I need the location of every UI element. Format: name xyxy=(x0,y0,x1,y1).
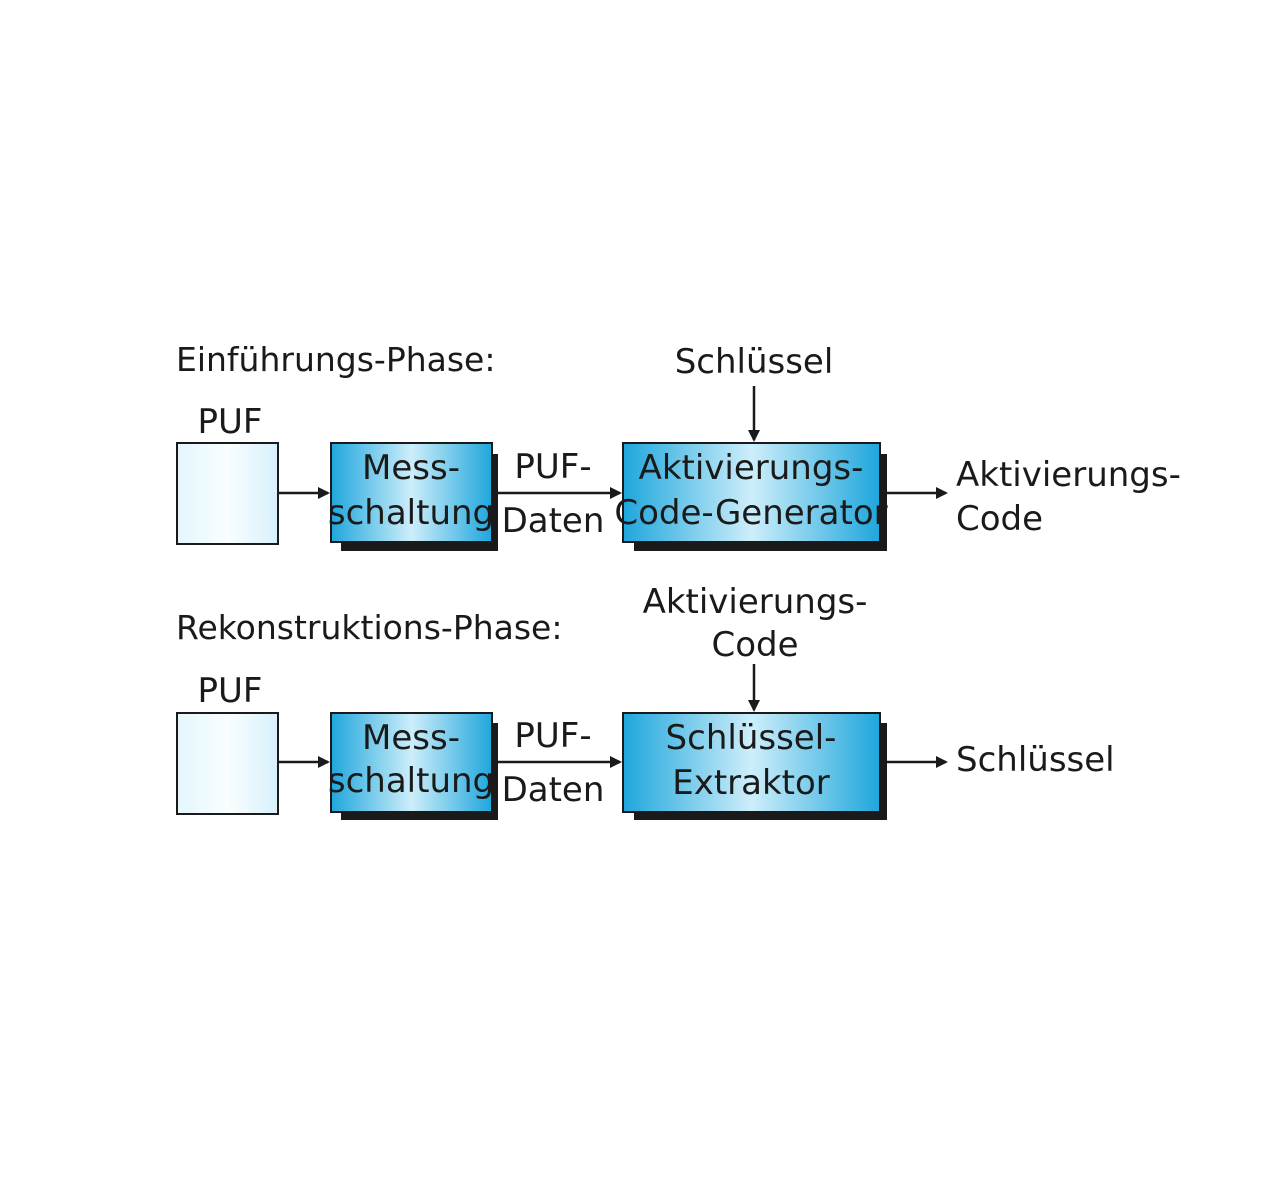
block-body xyxy=(622,712,881,813)
measure-circuit-block: Mess- schaltung xyxy=(328,712,498,820)
block-body xyxy=(330,442,493,543)
key-extractor-block: Schlüssel- Extraktor xyxy=(622,712,887,820)
output-label-line-1: Aktivierungs- xyxy=(956,455,1181,495)
puf-label: PUF xyxy=(198,671,263,711)
top-input-line-1: Schlüssel xyxy=(675,342,834,382)
phase-title: Einführungs-Phase: xyxy=(176,340,495,379)
measure-label-line-2: schaltung xyxy=(328,761,494,801)
measure-label-line-2: schaltung xyxy=(328,493,494,533)
puf-label: PUF xyxy=(198,402,263,442)
puf-block xyxy=(176,712,279,815)
processor-label-line-1: Schlüssel- xyxy=(666,718,837,758)
measure-label-line-1: Mess- xyxy=(362,718,460,758)
block-body xyxy=(622,442,881,543)
processor-label-line-1: Aktivierungs- xyxy=(639,448,864,488)
link-label-line-1: PUF- xyxy=(514,447,591,487)
processor-label-line-2: Code-Generator xyxy=(614,493,887,533)
link-label-line-2: Daten xyxy=(502,770,605,810)
phase-title: Rekonstruktions-Phase: xyxy=(176,608,562,647)
measure-circuit-block: Mess- schaltung xyxy=(328,442,498,551)
phase-reconstruction: Rekonstruktions-Phase: PUF Mess- schaltu… xyxy=(176,582,1115,820)
phase-enrollment: Einführungs-Phase: PUF Mess- schaltung P… xyxy=(176,340,1181,551)
processor-label-line-2: Extraktor xyxy=(672,763,830,803)
output-label-line-2: Code xyxy=(956,499,1043,539)
output-label-line-1: Schlüssel xyxy=(956,740,1115,780)
link-label-line-1: PUF- xyxy=(514,716,591,756)
top-input-line-1: Aktivierungs- xyxy=(643,582,868,622)
activation-code-generator-block: Aktivierungs- Code-Generator xyxy=(614,442,888,551)
puf-block xyxy=(176,442,279,545)
top-input-line-2: Code xyxy=(711,625,798,665)
block-body xyxy=(330,712,493,813)
measure-label-line-1: Mess- xyxy=(362,448,460,488)
link-label-line-2: Daten xyxy=(502,501,605,541)
